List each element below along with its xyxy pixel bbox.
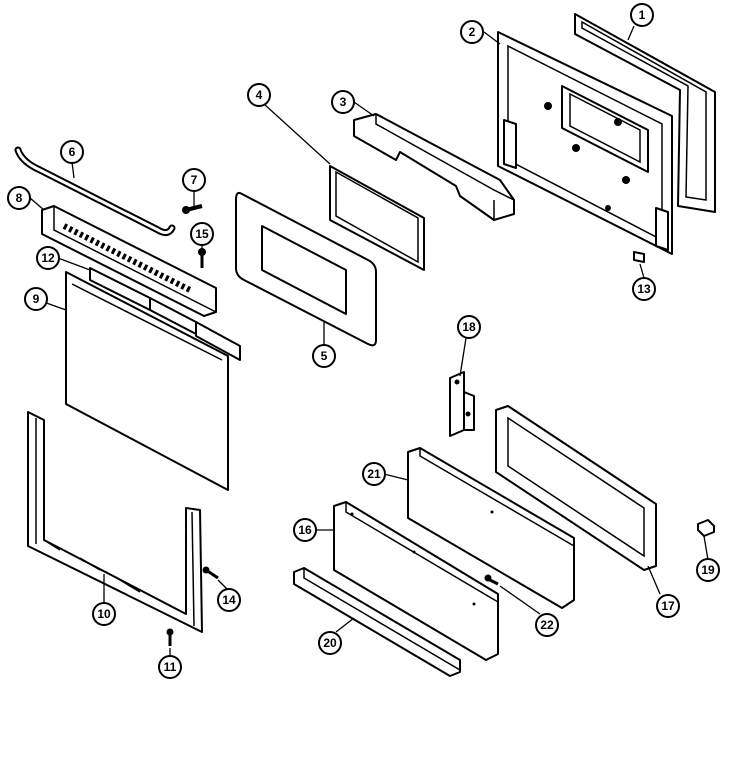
callout-4: 4: [247, 83, 271, 107]
callout-3: 3: [331, 90, 355, 114]
callout-15: 15: [190, 222, 214, 246]
part-6-handle: [14, 146, 176, 237]
svg-text:3: 3: [340, 95, 347, 109]
part-18-hinge: [449, 371, 475, 437]
callout-16: 16: [293, 518, 317, 542]
part-8-vent-trim: [41, 205, 217, 317]
part-15-screw: [198, 248, 206, 268]
svg-text:4: 4: [256, 88, 263, 102]
part-14-screw: [202, 566, 219, 580]
svg-text:14: 14: [222, 593, 236, 607]
leader-lines: [29, 25, 709, 656]
part-22-screw: [484, 574, 499, 586]
part-2-inner-door: [497, 31, 673, 255]
callout-20: 20: [318, 631, 342, 655]
callout-6: 6: [60, 140, 84, 164]
svg-text:7: 7: [191, 173, 198, 187]
part-5-outer-door: [235, 191, 377, 347]
part-4-glass: [329, 165, 425, 271]
part-21-drawer-panel: [407, 447, 575, 609]
part-10-frame: [27, 411, 203, 633]
part-20-trim: [293, 567, 461, 677]
part-3-duct: [353, 113, 515, 221]
svg-text:19: 19: [701, 563, 715, 577]
svg-text:16: 16: [298, 523, 312, 537]
svg-text:1: 1: [639, 8, 646, 22]
callout-1: 1: [630, 3, 654, 27]
svg-text:5: 5: [321, 349, 328, 363]
callout-14: 14: [217, 588, 241, 612]
callout-17: 17: [656, 594, 680, 618]
part-19-clip: [697, 519, 715, 537]
callout-13: 13: [632, 277, 656, 301]
part-11-screw: [166, 628, 174, 646]
callout-8: 8: [7, 186, 31, 210]
callout-21: 21: [362, 462, 386, 486]
callout-2: 2: [460, 20, 484, 44]
part-13-clip: [633, 251, 645, 263]
callout-22: 22: [535, 613, 559, 637]
svg-text:10: 10: [97, 607, 111, 621]
callout-10: 10: [92, 602, 116, 626]
callout-7: 7: [182, 168, 206, 192]
svg-text:11: 11: [164, 660, 177, 674]
svg-text:9: 9: [33, 292, 40, 306]
callout-18: 18: [457, 315, 481, 339]
svg-text:2: 2: [469, 25, 476, 39]
svg-text:8: 8: [16, 191, 23, 205]
part-1-gasket: [574, 13, 716, 213]
part-16-drawer-front: [333, 501, 499, 661]
svg-text:13: 13: [637, 282, 651, 296]
svg-text:22: 22: [540, 618, 554, 632]
part-12-trim: [89, 267, 241, 361]
svg-text:6: 6: [69, 145, 76, 159]
svg-text:12: 12: [41, 251, 55, 265]
svg-text:21: 21: [367, 467, 381, 481]
callout-12: 12: [36, 246, 60, 270]
svg-text:15: 15: [195, 227, 209, 241]
part-17-drawer-frame: [495, 405, 657, 571]
callout-9: 9: [24, 287, 48, 311]
svg-text:18: 18: [462, 320, 476, 334]
svg-text:17: 17: [661, 599, 675, 613]
callout-19: 19: [696, 558, 720, 582]
callout-11: 11: [158, 655, 182, 679]
callout-5: 5: [312, 344, 336, 368]
part-9-panel: [65, 271, 229, 491]
svg-text:20: 20: [323, 636, 337, 650]
part-7-screw: [182, 204, 203, 214]
